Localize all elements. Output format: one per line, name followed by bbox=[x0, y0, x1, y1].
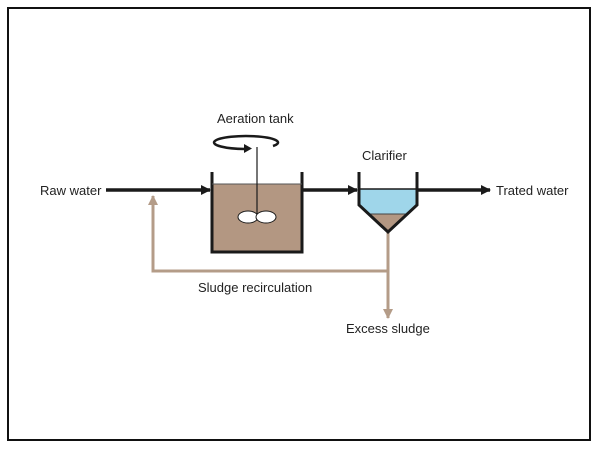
treated-water-label: Trated water bbox=[496, 183, 569, 198]
diagram-frame bbox=[7, 7, 591, 441]
sludge-recirculation-line bbox=[148, 195, 390, 273]
clarifier-label: Clarifier bbox=[362, 148, 407, 163]
aeration-tank bbox=[210, 134, 304, 254]
clarifier-tank bbox=[357, 172, 419, 235]
impeller-icon bbox=[237, 210, 277, 224]
aeration-tank-label: Aeration tank bbox=[217, 111, 294, 126]
excess-sludge-label: Excess sludge bbox=[346, 321, 430, 336]
raw-water-label: Raw water bbox=[40, 183, 102, 198]
sludge-recirculation-label: Sludge recirculation bbox=[198, 280, 312, 295]
rotation-arrow-icon bbox=[212, 134, 280, 153]
